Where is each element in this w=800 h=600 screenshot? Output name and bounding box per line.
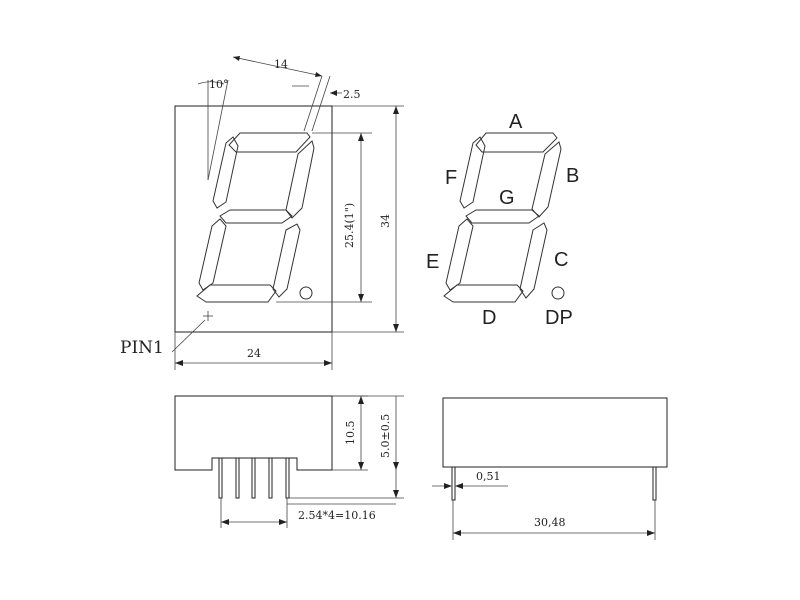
front-segment-a <box>228 132 311 153</box>
front-segment-c <box>272 223 301 298</box>
front-digit-segments <box>196 132 315 303</box>
pin-width-label: 0,51 <box>476 470 501 483</box>
front-segment-g <box>219 209 293 224</box>
end-view: 0,51 30,48 <box>432 397 668 540</box>
side-pin-1 <box>218 457 223 499</box>
front-segment-d <box>196 284 277 303</box>
segment-label-c: C <box>554 249 568 271</box>
side-pin-3 <box>251 457 256 499</box>
pin1-label: PIN1 <box>120 338 164 358</box>
end-body-outline <box>442 397 668 468</box>
segment-label-g: G <box>499 187 515 209</box>
side-body-outline <box>174 395 333 471</box>
front-view: 10° 14 2.5 25.4(1") 34 24 <box>120 56 404 370</box>
side-view: 10.5 5.0±0.5 2.54*4=10.16 <box>174 395 404 528</box>
front-segment-f <box>212 136 239 209</box>
end-pin-left <box>451 466 456 501</box>
segment-label-f: F <box>445 167 457 189</box>
side-pin-4 <box>268 457 273 499</box>
side-pin-2 <box>235 457 240 499</box>
segment-view: A B F G E C D DP <box>426 111 579 329</box>
front-segment-b <box>285 140 315 219</box>
front-segment-e <box>198 218 227 291</box>
segment-label-e: E <box>426 251 439 273</box>
segment-label-d: D <box>482 307 496 329</box>
pin-pitch-label: 2.54*4=10.16 <box>298 509 376 522</box>
segment-g <box>465 209 540 224</box>
segment-label-dp: DP <box>545 307 573 329</box>
segment-b <box>531 141 562 218</box>
segment-e <box>445 218 474 291</box>
pin-length-label: 5.0±0.5 <box>379 414 392 458</box>
top-width-label: 14 <box>274 58 288 71</box>
segment-dp <box>551 286 565 300</box>
segment-f <box>459 136 486 209</box>
segment-label-b: B <box>566 165 579 187</box>
segment-d <box>443 284 524 303</box>
width-label: 24 <box>247 347 261 360</box>
segment-c <box>519 222 548 299</box>
body-height-label: 10.5 <box>344 421 357 446</box>
digit-height-label: 25.4(1") <box>343 203 356 248</box>
height-label: 34 <box>379 214 392 228</box>
segment-label-a: A <box>509 111 523 133</box>
offset-label: 2.5 <box>343 88 361 101</box>
side-pin-5 <box>285 457 290 499</box>
front-decimal-point <box>299 286 313 300</box>
end-pin-right <box>652 466 657 501</box>
segment-a <box>475 132 558 153</box>
row-spacing-label: 30,48 <box>534 516 566 529</box>
front-body-outline <box>174 105 333 333</box>
angle-label: 10° <box>209 78 229 91</box>
